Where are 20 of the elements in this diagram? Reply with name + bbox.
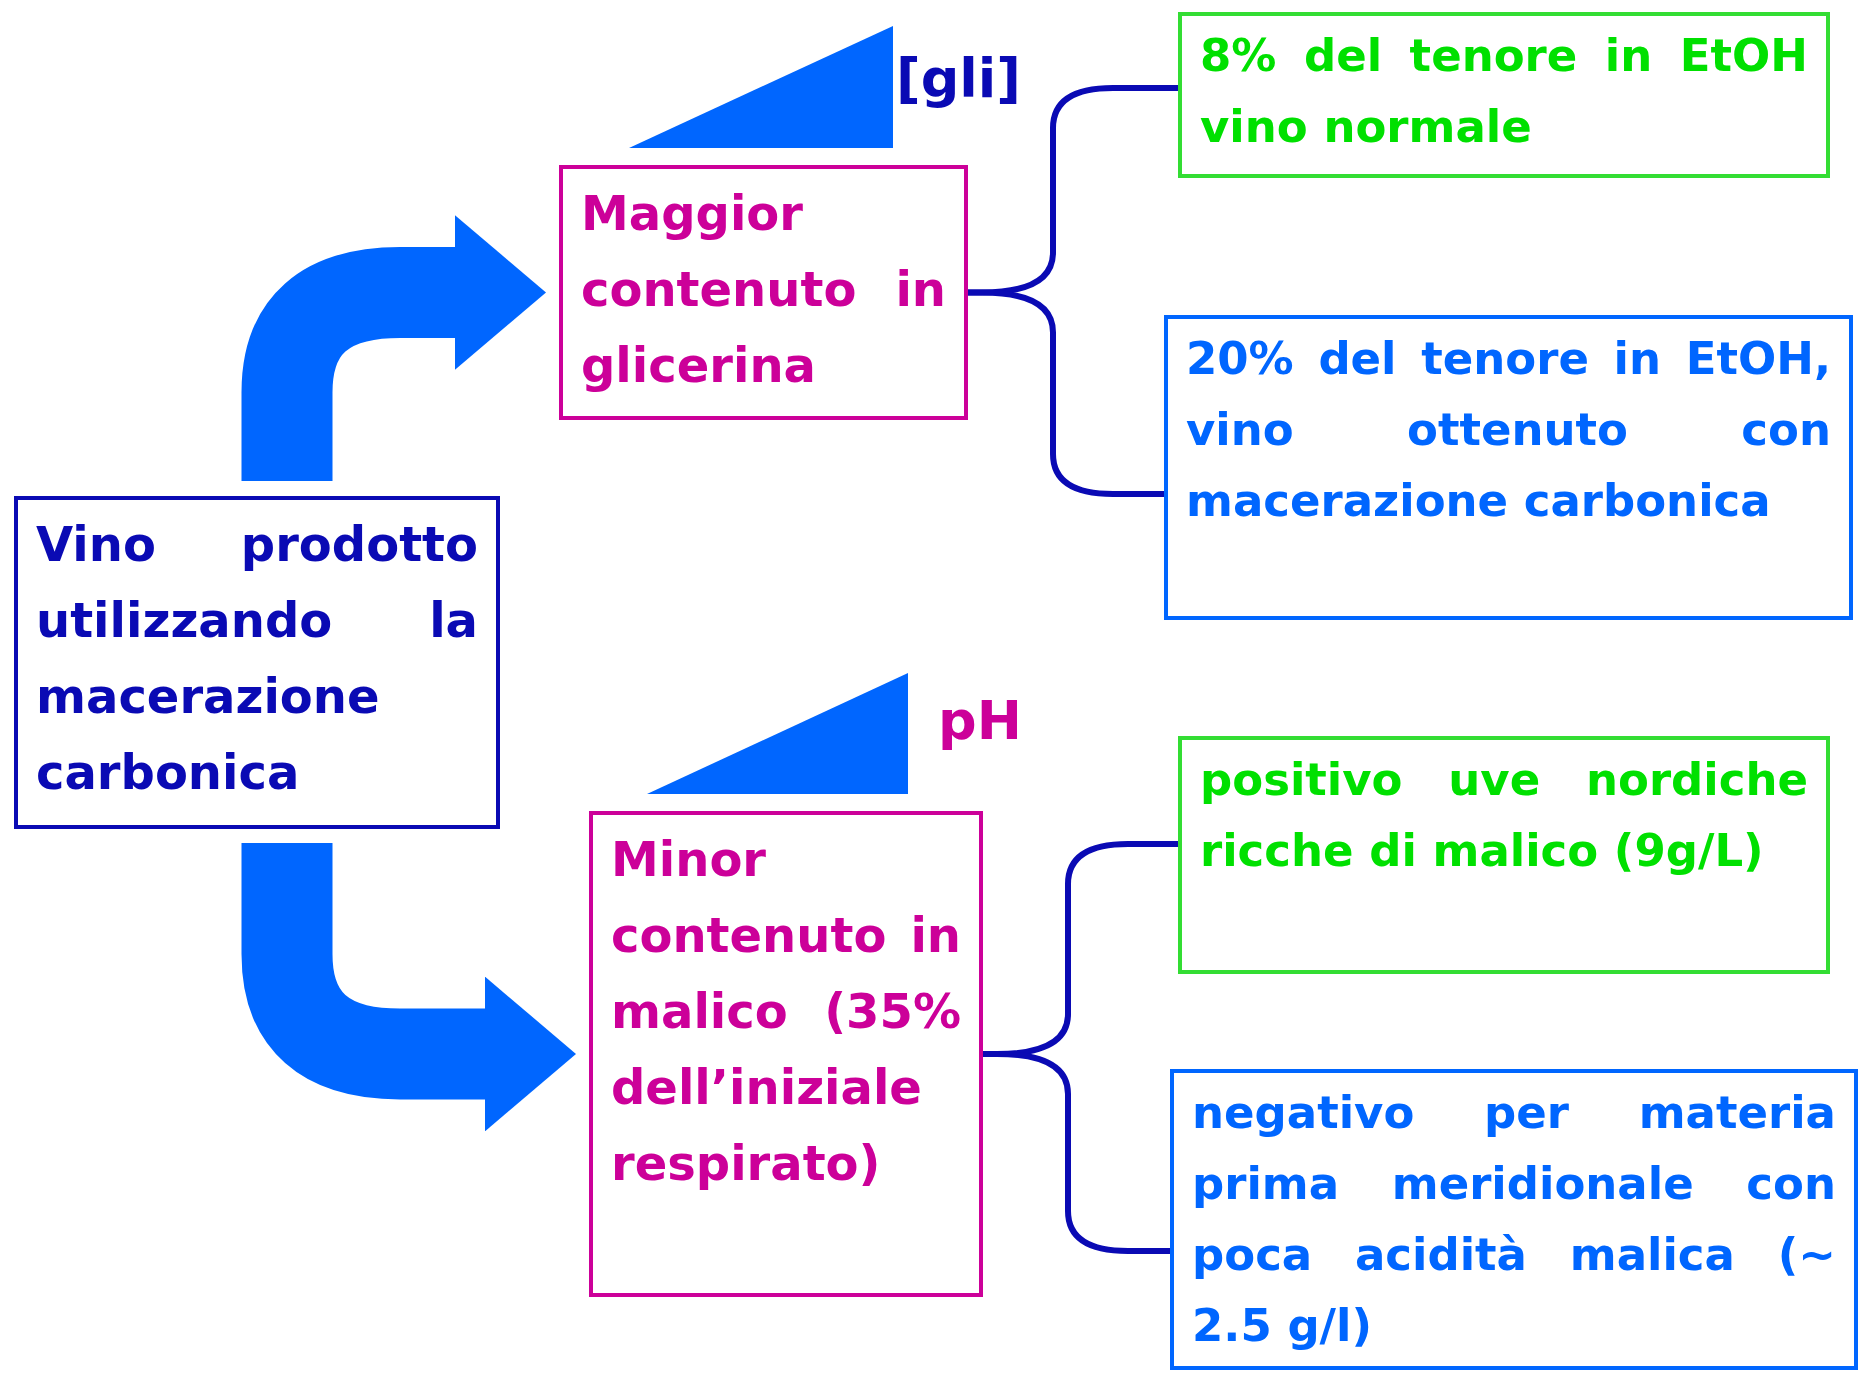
text-box [1164, 315, 1853, 620]
text-box [589, 811, 983, 1297]
curved-arrow [241, 215, 546, 481]
text-box [1178, 736, 1830, 974]
box-text: 8% del tenore in EtOH vino normale [1200, 28, 1808, 155]
box-text: Vino prodotto utilizzando la macerazione carbonica [36, 515, 478, 802]
box-text: Minor contenuto in malico (35% dell’iniziale respirato) [611, 830, 961, 1193]
box-text: negativo per materia prima meridionale con poca acidità malica (~ 2.5 g/l) [1192, 1085, 1836, 1354]
curved-arrow [241, 843, 576, 1132]
text-box [1170, 1069, 1858, 1370]
box-text: 20% del tenore in EtOH, vino ottenuto con macerazione carbonica [1186, 331, 1831, 529]
wedge-label: [gli] [896, 52, 1022, 106]
text-box [1178, 12, 1830, 178]
text-box [559, 165, 968, 420]
brace-connector [983, 1051, 1170, 1254]
brace-connector [968, 289, 1164, 497]
wedge-label: pH [938, 694, 1022, 748]
box-text: Maggior contenuto in glicerina [581, 184, 946, 395]
text-box [14, 496, 500, 829]
box-text: positivo uve nordiche ricche di malico (9g/L) [1200, 752, 1808, 879]
